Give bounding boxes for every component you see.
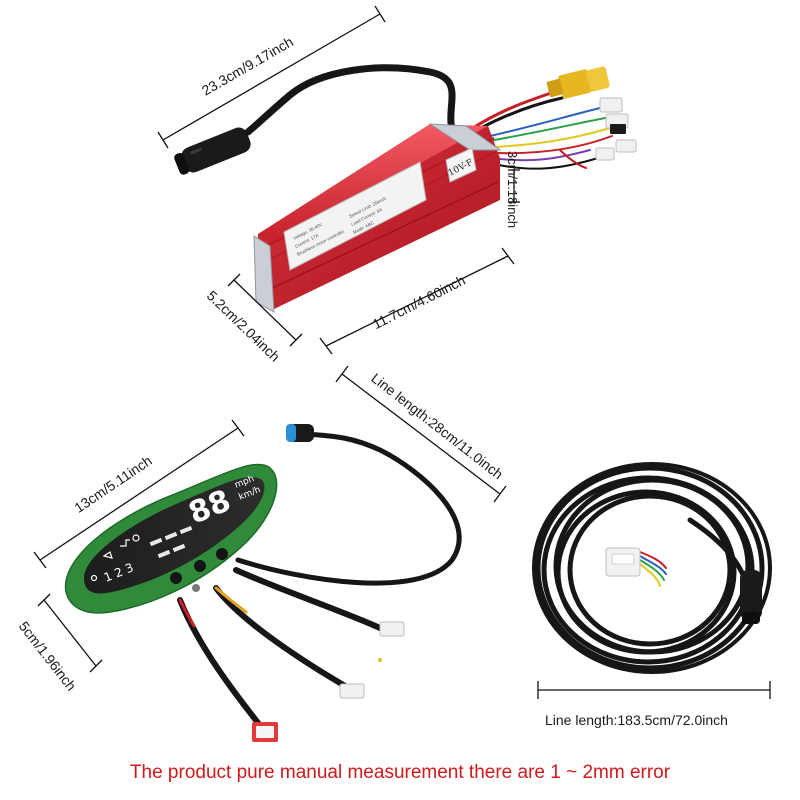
display-board: 88 mph km/h 1 2 3 (64, 463, 278, 614)
dimension-line-display-cable (335, 365, 507, 503)
blue-display-connector (286, 424, 314, 442)
dimension-line-controller-depth (319, 247, 515, 355)
lcd-indicator-icons (90, 534, 140, 582)
dimension-line-controller-width (227, 273, 303, 347)
board-buttons (170, 548, 228, 592)
display-main-cable (235, 431, 462, 586)
yellow-power-connector (546, 66, 610, 99)
measurement-error-note: The product pure manual measurement ther… (129, 762, 671, 783)
extension-round-connector (740, 570, 762, 624)
white-plug-connectors (595, 97, 637, 161)
dimension-line-controller-height (508, 169, 520, 203)
dimension-line-display-height (37, 593, 103, 673)
extension-white-plug (605, 547, 641, 577)
controller-box: Voltage: 36-48V Current: 17A Brushless m… (253, 123, 502, 313)
motor-round-connector (174, 127, 251, 175)
controller-label-sticker (283, 161, 427, 271)
dimension-line-extension-cable (537, 681, 771, 699)
label-extension-line-length: Line length:183.5cm/72.0inch (545, 712, 728, 728)
extension-cable-wires (639, 551, 667, 587)
label-controller-height: 3cm/1.18inch (505, 150, 521, 229)
display-cable-plugs (252, 621, 405, 742)
controller-motor-cable (244, 64, 460, 144)
lcd-segment-bars (149, 525, 193, 559)
display-side-cables (177, 567, 383, 731)
dimension-line-controller-length (157, 5, 386, 149)
coiled-extension-cable (532, 462, 772, 674)
dimension-line-display-length (33, 419, 245, 569)
